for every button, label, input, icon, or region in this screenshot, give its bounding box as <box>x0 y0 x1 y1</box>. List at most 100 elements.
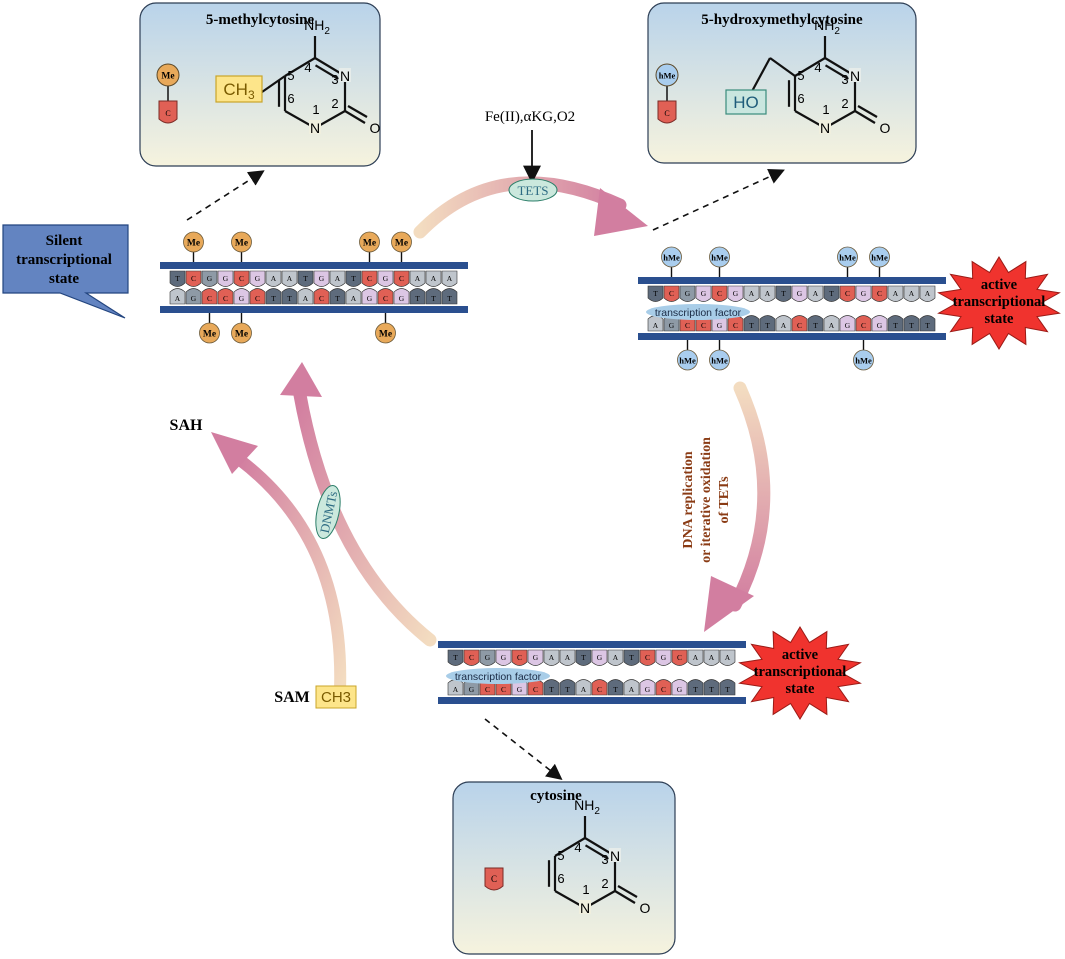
base-top <box>887 285 904 302</box>
base-top <box>679 285 696 302</box>
base-top <box>711 285 728 302</box>
modification-mark <box>375 322 396 344</box>
svg-text:Me: Me <box>379 330 392 340</box>
base-bottom <box>807 315 824 332</box>
base-letter: G <box>877 321 883 330</box>
base-letter: A <box>781 321 787 330</box>
ring-position-number: 3 <box>331 72 338 87</box>
box-5-hydroxymethylcytosine: 5-hydroxymethylcytosine <box>647 2 917 164</box>
dnmts-arrows <box>211 362 437 696</box>
n1-label: N <box>820 120 830 136</box>
base-top <box>297 270 314 287</box>
base-letter: A <box>925 289 931 298</box>
ring-position-number: 2 <box>601 876 608 891</box>
base-letter: A <box>175 294 181 303</box>
active-state-label: state <box>985 311 1015 327</box>
base-letter: G <box>319 274 325 283</box>
base-letter: T <box>447 294 452 303</box>
replication-arrow <box>704 381 771 632</box>
base-letter: C <box>223 294 228 303</box>
base-top <box>281 270 298 287</box>
oxygen-label: O <box>640 900 651 916</box>
ring-position-number: 5 <box>797 68 804 83</box>
nh2-label: NH2 <box>814 17 840 37</box>
modification-mark <box>677 349 698 371</box>
dna-backbone <box>438 641 746 648</box>
base-letter: G <box>191 294 197 303</box>
base-letter: T <box>335 294 340 303</box>
base-top <box>377 270 394 287</box>
base-letter: A <box>765 289 771 298</box>
base-letter: T <box>925 321 930 330</box>
base-top <box>855 285 872 302</box>
base-letter: T <box>909 321 914 330</box>
base-letter: G <box>255 274 261 283</box>
base-letter: G <box>383 274 389 283</box>
base-letter: T <box>549 685 554 694</box>
modification-mark <box>391 231 412 253</box>
base-letter: A <box>909 289 915 298</box>
base-letter: C <box>733 321 738 330</box>
base-letter: C <box>255 294 260 303</box>
base-top <box>479 649 496 666</box>
base-bottom <box>759 315 776 332</box>
base-top <box>655 649 672 666</box>
pointer-arrow <box>186 170 265 221</box>
base-top <box>527 649 544 666</box>
base-top <box>463 649 480 666</box>
svg-text:hMe: hMe <box>855 356 872 366</box>
base-bottom <box>871 315 888 332</box>
base-top <box>591 649 608 666</box>
modification-mark <box>837 246 858 268</box>
base-letter: G <box>367 294 373 303</box>
base-letter: G <box>469 685 475 694</box>
base-bottom <box>655 679 672 696</box>
base-bottom <box>185 288 202 305</box>
base-letter: A <box>581 685 587 694</box>
base-top <box>511 649 528 666</box>
transcription-factor-label: transcription factor <box>655 307 742 319</box>
base-letter: G <box>501 653 507 662</box>
base-letter: C <box>399 274 404 283</box>
nh2-label: NH2 <box>304 17 330 37</box>
base-top <box>265 270 282 287</box>
base-letter: A <box>829 321 835 330</box>
base-top <box>575 649 592 666</box>
ring-position-number: 4 <box>574 840 581 855</box>
base-top <box>727 285 744 302</box>
base-top <box>759 285 776 302</box>
base-top <box>249 270 266 287</box>
base-letter: G <box>669 321 675 330</box>
base-bottom <box>217 288 234 305</box>
n1-label: N <box>310 120 320 136</box>
silent-state-line1: Silent <box>46 233 83 249</box>
base-letter: G <box>685 289 691 298</box>
base-top <box>671 649 688 666</box>
base-letter: T <box>781 289 786 298</box>
base-letter: C <box>191 274 196 283</box>
base-top <box>839 285 856 302</box>
base-letter: G <box>399 294 405 303</box>
base-letter: A <box>565 653 571 662</box>
base-letter: C <box>717 289 722 298</box>
base-bottom <box>329 288 346 305</box>
base-letter: T <box>415 294 420 303</box>
base-letter: C <box>845 289 850 298</box>
active-state-label: active <box>782 647 819 663</box>
base-top <box>919 285 936 302</box>
dna-backbone <box>160 306 468 313</box>
svg-text:C: C <box>664 109 669 118</box>
nh2-label: NH2 <box>574 797 600 817</box>
base-letter: A <box>749 289 755 298</box>
base-letter: C <box>207 294 212 303</box>
base-bottom <box>559 679 576 696</box>
base-top <box>425 270 442 287</box>
base-letter: A <box>351 294 357 303</box>
base-letter: C <box>669 289 674 298</box>
base-letter: C <box>645 653 650 662</box>
base-bottom <box>919 315 936 332</box>
base-top <box>233 270 250 287</box>
